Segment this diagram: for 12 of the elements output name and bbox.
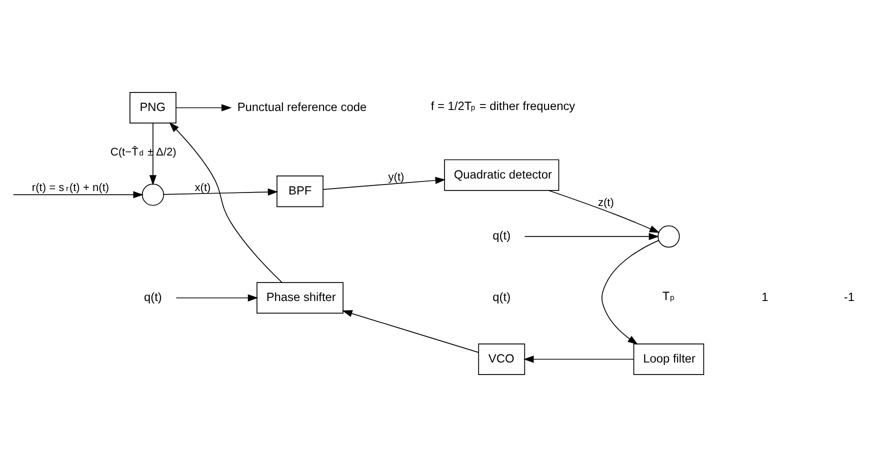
label: f = 1/2Tp = dither frequency (430, 98, 576, 113)
edge-label: x(t) (194, 181, 211, 194)
label: -1 (844, 290, 855, 304)
edge-label: r(t) = sr(t) + n(t) (32, 181, 110, 194)
edge-label: z(t) (598, 196, 614, 209)
edge-label: y(t) (388, 171, 404, 184)
label: q(t) (492, 290, 511, 304)
node-text: q(t) (492, 228, 511, 242)
label: Tp (662, 288, 674, 303)
node-text: q(t) (144, 290, 162, 304)
label: 1 (762, 290, 768, 304)
node-text: Punctual reference code (237, 99, 367, 114)
